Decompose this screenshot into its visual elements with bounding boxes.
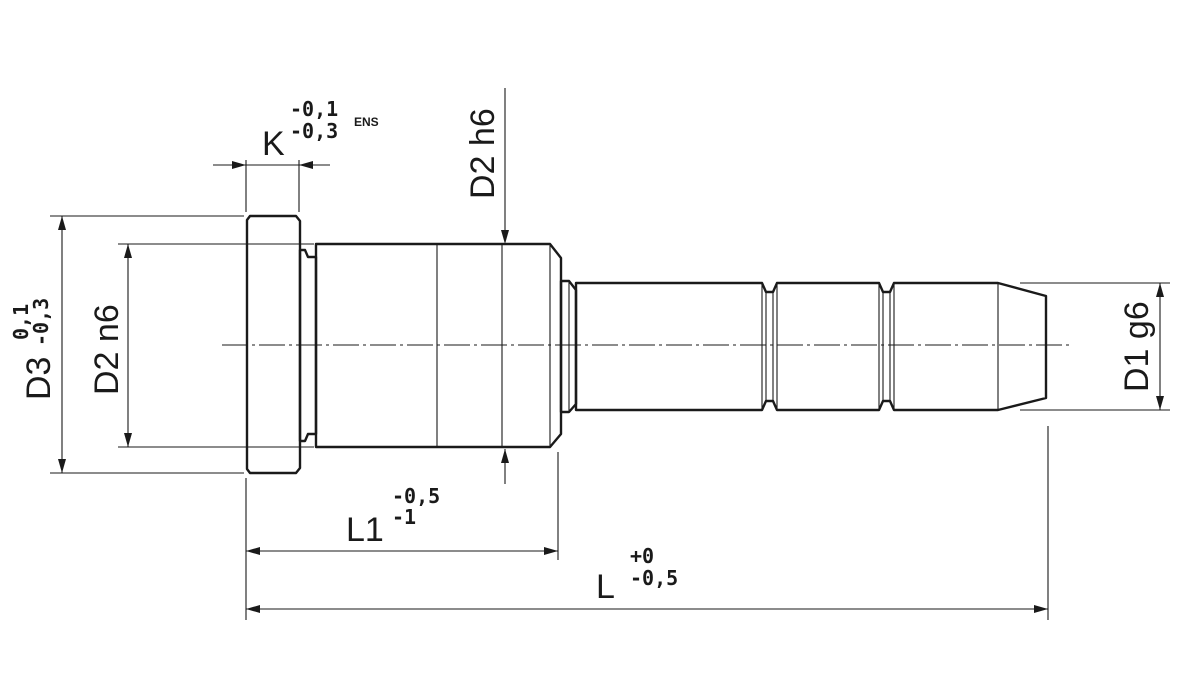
dim-l-label: L (596, 568, 615, 606)
flange-head (245, 214, 302, 475)
dim-d2-n6-label: D2 n6 (88, 304, 126, 395)
dim-d1-g6: D1 g6 (1118, 301, 1156, 392)
dim-d2-h6: D2 h6 (464, 108, 502, 199)
dim-d3: D3 0,1 -0,3 (9, 298, 58, 400)
dim-l1: L1 -0,5 -1 (346, 484, 440, 549)
dim-d3-lower: -0,3 (29, 298, 53, 346)
dim-l-lower: -0,5 (630, 566, 678, 590)
dim-k-lower: -0,3 (290, 119, 338, 143)
dim-l: L +0 -0,5 (596, 544, 678, 606)
dim-l-upper: +0 (630, 544, 654, 568)
dim-d2-n6: D2 n6 (88, 304, 126, 395)
dim-l1-lower: -1 (392, 505, 416, 529)
dim-k-label: K (262, 125, 285, 163)
dim-l1-upper: -0,5 (392, 484, 440, 508)
guide-pillar (245, 214, 1048, 475)
dim-d3-label: D3 (20, 357, 58, 400)
dim-k-note: ENS (354, 115, 379, 129)
dimension-lines (58, 88, 1164, 613)
extension-lines (50, 160, 1170, 620)
dim-d1-g6-label: D1 g6 (1118, 301, 1156, 392)
dim-k: K -0,1 -0,3 ENS (262, 97, 379, 163)
dim-d3-upper: 0,1 (9, 304, 33, 340)
dim-l1-label: L1 (346, 511, 384, 549)
dim-d2-h6-label: D2 h6 (464, 108, 502, 199)
dim-k-upper: -0,1 (290, 97, 338, 121)
shaft (574, 281, 1048, 412)
